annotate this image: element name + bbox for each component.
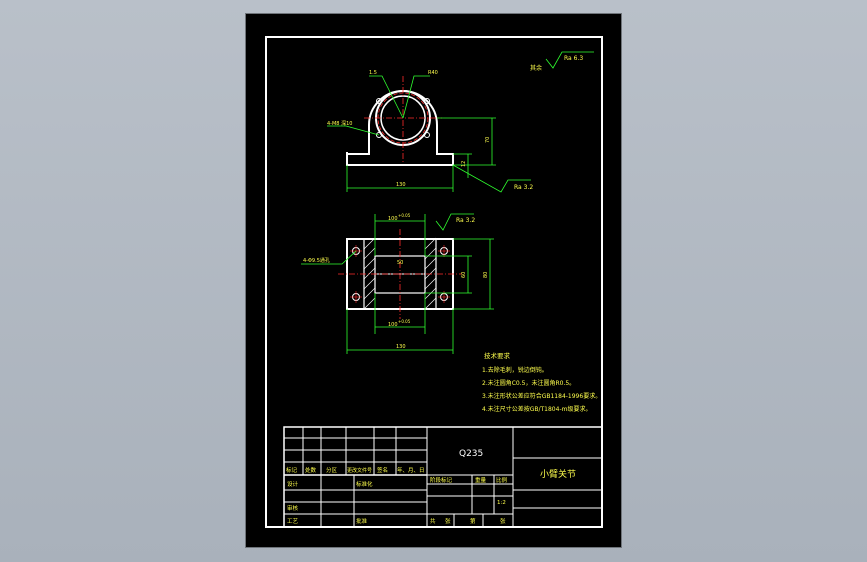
row-label-change-doc: 更改文件号 bbox=[347, 467, 372, 474]
tapped-hole bbox=[376, 98, 382, 104]
front-dim-base: 12 bbox=[461, 161, 467, 167]
requirement-line: 1.去除毛刺，锐边倒钝。 bbox=[482, 366, 548, 374]
row-label-sign: 签名 bbox=[377, 466, 388, 474]
cad-drawing-canvas: 其余 Ra 6.3 Ra 3.2 Ra 3.2 1.5 R40 4-M8 深10… bbox=[265, 36, 603, 528]
roughness-rest-value: Ra 6.3 bbox=[564, 55, 583, 62]
scale-label: 比例 bbox=[496, 476, 508, 484]
top-dim-inner: 50 bbox=[397, 260, 403, 266]
part-name: 小臂关节 bbox=[540, 468, 576, 480]
requirement-line: 3.未注形状公差应符合GB1184-1996要求。 bbox=[482, 392, 601, 400]
approve-label: 批准 bbox=[356, 517, 368, 525]
roughness-rest-label: 其余 bbox=[530, 64, 542, 72]
top-dim-top: 100 bbox=[388, 216, 398, 222]
top-dim-depth: 80 bbox=[483, 272, 489, 278]
top-dim-overall: 130 bbox=[396, 344, 406, 350]
reviewer-label: 审核 bbox=[287, 504, 299, 512]
top-hole-label: 4-Φ9.5通孔 bbox=[303, 257, 330, 264]
stage-mark-label: 阶段标记 bbox=[430, 476, 453, 484]
top-dim-inner2: 60 bbox=[461, 272, 467, 278]
sheet-unit-label: 张 bbox=[500, 517, 506, 525]
tapped-hole bbox=[424, 132, 430, 138]
roughness-base-value: Ra 3.2 bbox=[514, 184, 533, 191]
front-view-dimensions bbox=[327, 51, 594, 193]
roughness-leader bbox=[452, 164, 531, 193]
roughness-top-value: Ra 3.2 bbox=[456, 217, 475, 224]
leader-line bbox=[402, 75, 430, 119]
front-label-tr: R40 bbox=[428, 70, 438, 76]
sheets-unit-label: 张 bbox=[445, 517, 451, 525]
requirements-title: 技术要求 bbox=[484, 351, 511, 360]
title-block-border bbox=[283, 426, 603, 528]
technical-requirements: 技术要求 1.去除毛刺，锐边倒钝。 2.未注圆角C0.5，未注圆角R0.5。 3… bbox=[482, 351, 601, 413]
top-tol-lower: +0.05 bbox=[398, 319, 411, 324]
section-hatch-right bbox=[424, 237, 437, 310]
front-view-outline bbox=[346, 90, 454, 166]
material-label: Q235 bbox=[459, 449, 483, 459]
row-label-date: 年、月、日 bbox=[397, 466, 425, 474]
designer-label: 设计 bbox=[287, 480, 299, 488]
tapped-hole bbox=[424, 98, 430, 104]
scale-value: 1:2 bbox=[497, 500, 506, 506]
top-view bbox=[338, 229, 462, 319]
roughness-symbol bbox=[435, 213, 474, 231]
roughness-symbol bbox=[545, 51, 594, 69]
standardization-label: 标准化 bbox=[356, 480, 373, 488]
sheets-total-label: 共 bbox=[430, 517, 436, 525]
section-hatch-left bbox=[363, 237, 376, 310]
drawing-sheet: 其余 Ra 6.3 Ra 3.2 Ra 3.2 1.5 R40 4-M8 深10… bbox=[245, 13, 622, 548]
title-block-grid bbox=[283, 426, 603, 528]
requirement-line: 2.未注圆角C0.5，未注圆角R0.5。 bbox=[482, 379, 575, 387]
leader-line bbox=[327, 125, 380, 136]
leader-line bbox=[301, 250, 357, 265]
front-dim-height: 70 bbox=[485, 137, 491, 143]
front-label-tl: 1.5 bbox=[369, 70, 377, 76]
row-label-mark: 标记 bbox=[286, 466, 298, 474]
top-dim-bottom: 100 bbox=[388, 322, 398, 328]
top-view-dimensions bbox=[301, 213, 494, 354]
tapped-hole bbox=[376, 132, 382, 138]
front-dim-width: 130 bbox=[396, 182, 406, 188]
weight-label: 重量 bbox=[475, 476, 487, 484]
front-hole-label: 4-M8 深10 bbox=[327, 120, 352, 127]
row-label-count: 处数 bbox=[305, 466, 317, 474]
process-label: 工艺 bbox=[287, 518, 299, 525]
requirement-line: 4.未注尺寸公差按GB/T1804-m级要求。 bbox=[482, 405, 591, 413]
sheet-no-label: 第 bbox=[470, 517, 476, 525]
row-label-zone: 分区 bbox=[326, 466, 338, 474]
front-view bbox=[346, 76, 454, 166]
top-tol-upper: +0.05 bbox=[398, 213, 411, 218]
leader-line bbox=[369, 75, 404, 119]
